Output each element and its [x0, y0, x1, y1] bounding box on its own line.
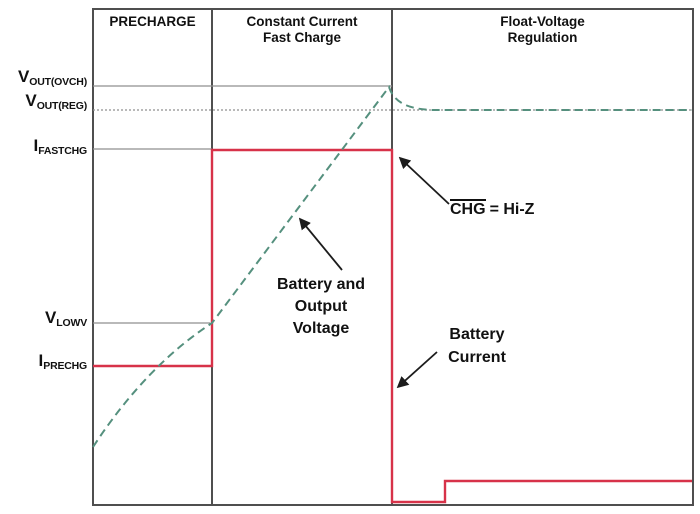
ylabel-vout-ovch-sub: OUT(OVCH) — [29, 76, 87, 88]
phase-label-precharge-text: PRECHARGE — [109, 14, 196, 29]
annotation-battery-voltage: Battery and Output Voltage — [262, 274, 380, 340]
ylabel-i-prechg: IPRECHG — [0, 351, 88, 373]
ylabel-i-prechg-sub: PRECHG — [43, 360, 87, 372]
annotation-battery-current: Battery Current — [427, 323, 527, 369]
ylabel-vout-ovch-base: V — [17, 67, 30, 86]
ylabel-i-fastchg: IFASTCHG — [0, 136, 87, 158]
battery-current-arrow — [396, 351, 438, 389]
ylabel-v-lowv-base: V — [44, 308, 57, 327]
phase-label-fast-charge: Constant Current Fast Charge — [212, 14, 392, 46]
phase-label-float-regulation: Float-Voltage Regulation — [392, 14, 693, 46]
annotation-chg-hiz: CHG= Hi-Z — [450, 199, 534, 221]
annotation-chg-rest: = Hi-Z — [489, 201, 535, 218]
ylabel-vout-reg-base: V — [25, 91, 37, 110]
phase-label-fast-charge-line2: Fast Charge — [262, 30, 342, 45]
ylabel-vout-reg-sub: OUT(REG) — [36, 100, 88, 112]
annotation-chg-overline: CHG — [450, 199, 486, 218]
battery-voltage-arrow — [298, 217, 343, 271]
phase-label-float-line1: Float-Voltage — [500, 14, 585, 29]
battery-voltage-trace — [92, 84, 692, 448]
chg-hiz-arrow — [398, 156, 450, 205]
ylabel-vout-reg: VOUT(REG) — [0, 91, 87, 113]
annotation-battery-current-line1: Battery — [449, 326, 505, 343]
annotation-battery-voltage-line1: Battery and — [276, 276, 366, 293]
phase-label-fast-charge-line1: Constant Current — [246, 14, 358, 29]
battery-current-trace — [93, 148, 692, 504]
ylabel-i-prechg-base: I — [38, 351, 44, 370]
ylabel-v-lowv-sub: LOWV — [56, 317, 87, 329]
phase-label-float-line2: Regulation — [507, 30, 578, 45]
annotation-battery-voltage-line2: Output — [294, 298, 348, 315]
ylabel-vout-ovch: VOUT(OVCH) — [0, 67, 87, 89]
phase-label-precharge: PRECHARGE — [93, 14, 212, 30]
annotation-battery-voltage-line3: Voltage — [292, 320, 350, 337]
annotation-battery-current-line2: Current — [448, 349, 506, 366]
ylabel-i-fastchg-sub: FASTCHG — [38, 145, 87, 157]
ylabel-i-fastchg-base: I — [33, 136, 39, 155]
ylabel-v-lowv: VLOWV — [0, 308, 87, 330]
